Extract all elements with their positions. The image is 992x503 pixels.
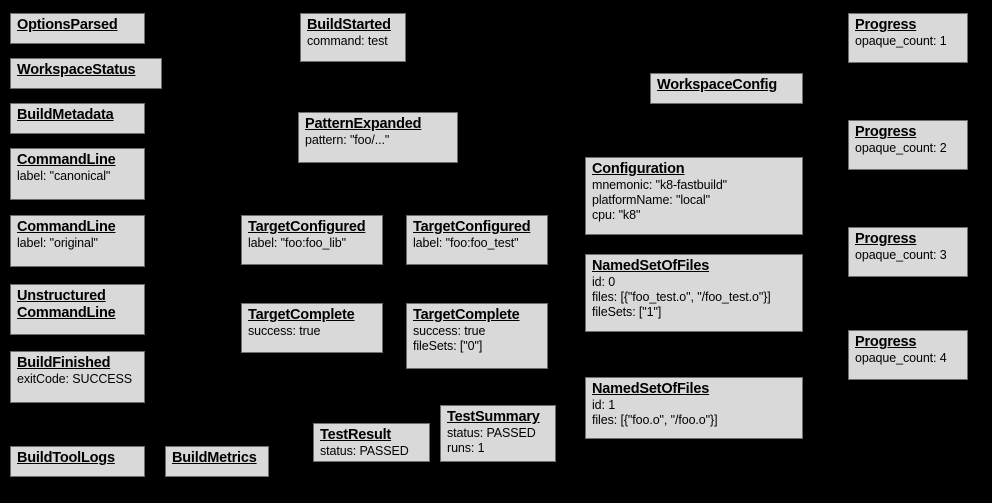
node-title: TargetComplete [248, 307, 355, 323]
node-field: opaque_count: 3 [855, 248, 947, 263]
node-field: runs: 1 [447, 440, 485, 455]
node-fields: status: PASSED [320, 444, 423, 459]
node-title: NamedSetOfFiles [592, 258, 710, 274]
node-field: label: "canonical" [17, 169, 111, 184]
node-title: WorkspaceStatus [17, 62, 136, 78]
node-title: Progress [855, 124, 917, 140]
node-title: Progress [855, 334, 917, 350]
node-field: cpu: "k8" [592, 207, 641, 222]
node-title: BuildToolLogs [17, 450, 115, 466]
node-fields: label: "foo:foo_test" [413, 236, 541, 251]
node-field: pattern: "foo/..." [305, 133, 390, 148]
node-field: status: PASSED [320, 444, 409, 459]
node-field: status: PASSED [447, 426, 536, 441]
node-title: CommandLine [17, 152, 116, 168]
node-field: command: test [307, 34, 388, 49]
node-field: label: "foo:foo_test" [413, 236, 519, 251]
node-fields: opaque_count: 4 [855, 351, 961, 366]
node-options-parsed[interactable]: OptionsParsed [10, 13, 145, 44]
node-field: platformName: "local" [592, 192, 710, 207]
node-title: CommandLine [17, 219, 116, 235]
node-workspace-status[interactable]: WorkspaceStatus [10, 58, 162, 89]
node-field: success: true [413, 324, 486, 339]
node-title: TestSummary [447, 409, 540, 425]
node-title: BuildMetadata [17, 107, 114, 123]
node-title: BuildStarted [307, 17, 391, 33]
node-field: id: 1 [592, 398, 616, 413]
node-field: files: [{"foo_test.o", "/foo_test.o"}] [592, 289, 771, 304]
node-fields: label: "foo:foo_lib" [248, 236, 376, 251]
node-title: Unstructured CommandLine [17, 288, 116, 322]
node-title: BuildMetrics [172, 450, 257, 466]
node-fields: opaque_count: 1 [855, 34, 961, 49]
node-title: Progress [855, 17, 917, 33]
node-fields: success: true [248, 324, 376, 339]
node-field: opaque_count: 2 [855, 141, 947, 156]
node-title: NamedSetOfFiles [592, 381, 710, 397]
node-field: mnemonic: "k8-fastbuild" [592, 178, 728, 193]
node-fields: pattern: "foo/..." [305, 133, 451, 148]
node-fields: opaque_count: 2 [855, 141, 961, 156]
node-fields: opaque_count: 3 [855, 248, 961, 263]
node-title: Progress [855, 231, 917, 247]
node-field: exitCode: SUCCESS [17, 372, 133, 387]
node-build-metadata[interactable]: BuildMetadata [10, 103, 145, 134]
node-title: Configuration [592, 161, 685, 177]
node-title: PatternExpanded [305, 116, 422, 132]
node-title: TargetComplete [413, 307, 520, 323]
node-fields: exitCode: SUCCESS [17, 372, 138, 387]
node-field: opaque_count: 4 [855, 351, 947, 366]
node-title: TargetConfigured [248, 219, 366, 235]
node-field: label: "foo:foo_lib" [248, 236, 346, 251]
node-title: BuildFinished [17, 355, 111, 371]
node-field: fileSets: ["1"] [592, 304, 662, 319]
node-field: label: "original" [17, 236, 98, 251]
node-workspace-config[interactable]: WorkspaceConfig [650, 73, 803, 104]
node-title: TargetConfigured [413, 219, 531, 235]
node-title: TestResult [320, 427, 392, 443]
node-title: WorkspaceConfig [657, 77, 778, 93]
node-title: OptionsParsed [17, 17, 118, 33]
node-field: id: 0 [592, 275, 616, 290]
node-field: success: true [248, 324, 321, 339]
node-fields: mnemonic: "k8-fastbuild"platformName: "l… [592, 178, 796, 222]
node-field: fileSets: ["0"] [413, 338, 483, 353]
node-fields: command: test [307, 34, 399, 49]
node-unstructured-command-line[interactable]: Unstructured CommandLine [10, 284, 145, 335]
node-fields: label: "original" [17, 236, 138, 251]
node-build-metrics[interactable]: BuildMetrics [165, 446, 269, 477]
node-build-tool-logs[interactable]: BuildToolLogs [10, 446, 145, 477]
node-fields: label: "canonical" [17, 169, 138, 184]
node-field: opaque_count: 1 [855, 34, 947, 49]
node-field: files: [{"foo.o", "/foo.o"}] [592, 412, 718, 427]
